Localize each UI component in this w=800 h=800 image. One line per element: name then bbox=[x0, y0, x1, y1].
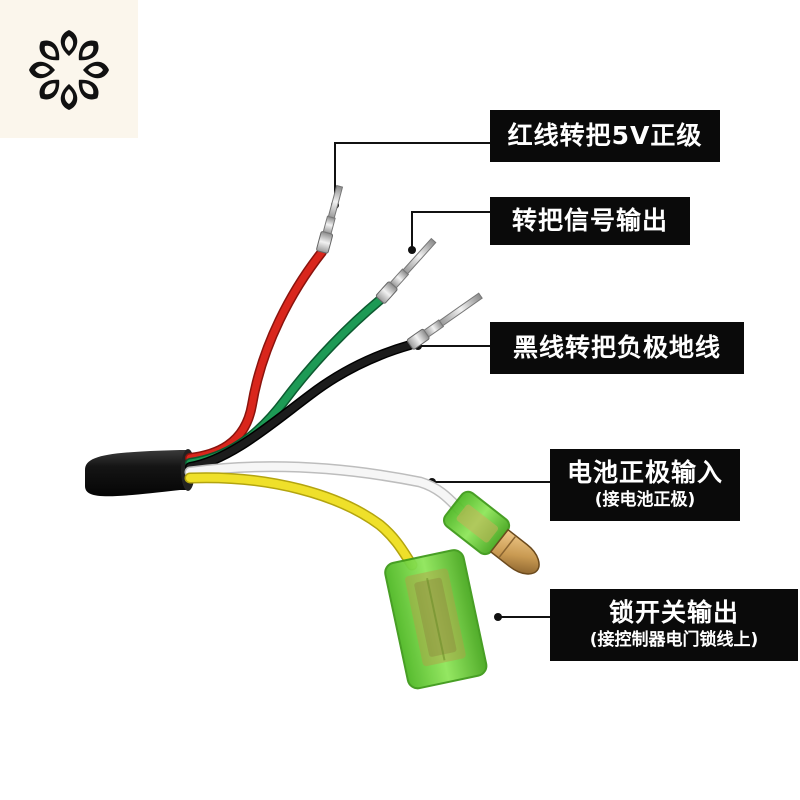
lock-connector bbox=[384, 549, 488, 690]
battery-connector bbox=[442, 490, 540, 575]
leader-dot-signal bbox=[408, 246, 416, 254]
label-battery-positive: 电池正极输入 (接电池正极) bbox=[550, 449, 740, 521]
label-red-wire: 红线转把5V正级 bbox=[490, 110, 720, 162]
label-lock-switch-subtext: (接控制器电门锁线上) bbox=[589, 630, 759, 651]
label-battery-positive-subtext: (接电池正极) bbox=[594, 490, 696, 511]
label-signal-wire-text: 转把信号输出 bbox=[511, 205, 668, 235]
outer-cable bbox=[85, 449, 195, 497]
flower-petal-logo-icon bbox=[29, 30, 109, 110]
leader-red bbox=[334, 142, 490, 205]
green-pin bbox=[375, 237, 437, 304]
leader-lines bbox=[334, 142, 550, 618]
label-red-wire-text: 红线转把5V正级 bbox=[507, 120, 703, 150]
label-lock-switch: 锁开关输出 (接控制器电门锁线上) bbox=[550, 589, 798, 661]
red-pin bbox=[316, 184, 344, 254]
crimp-terminals bbox=[316, 184, 483, 350]
green-wire bbox=[186, 296, 384, 467]
leader-dot-lock bbox=[494, 613, 502, 621]
black-pin bbox=[406, 292, 483, 350]
white-wire bbox=[186, 462, 464, 514]
label-lock-switch-text: 锁开关输出 bbox=[608, 598, 739, 628]
wires bbox=[184, 247, 466, 571]
brand-logo bbox=[0, 0, 138, 138]
label-black-wire: 黑线转把负极地线 bbox=[490, 322, 744, 374]
label-black-wire-text: 黑线转把负极地线 bbox=[512, 332, 721, 362]
label-signal-wire: 转把信号输出 bbox=[490, 197, 690, 245]
label-battery-positive-text: 电池正极输入 bbox=[566, 458, 723, 488]
black-wire bbox=[186, 341, 414, 471]
leader-signal bbox=[411, 211, 490, 250]
yellow-wire bbox=[186, 473, 416, 569]
